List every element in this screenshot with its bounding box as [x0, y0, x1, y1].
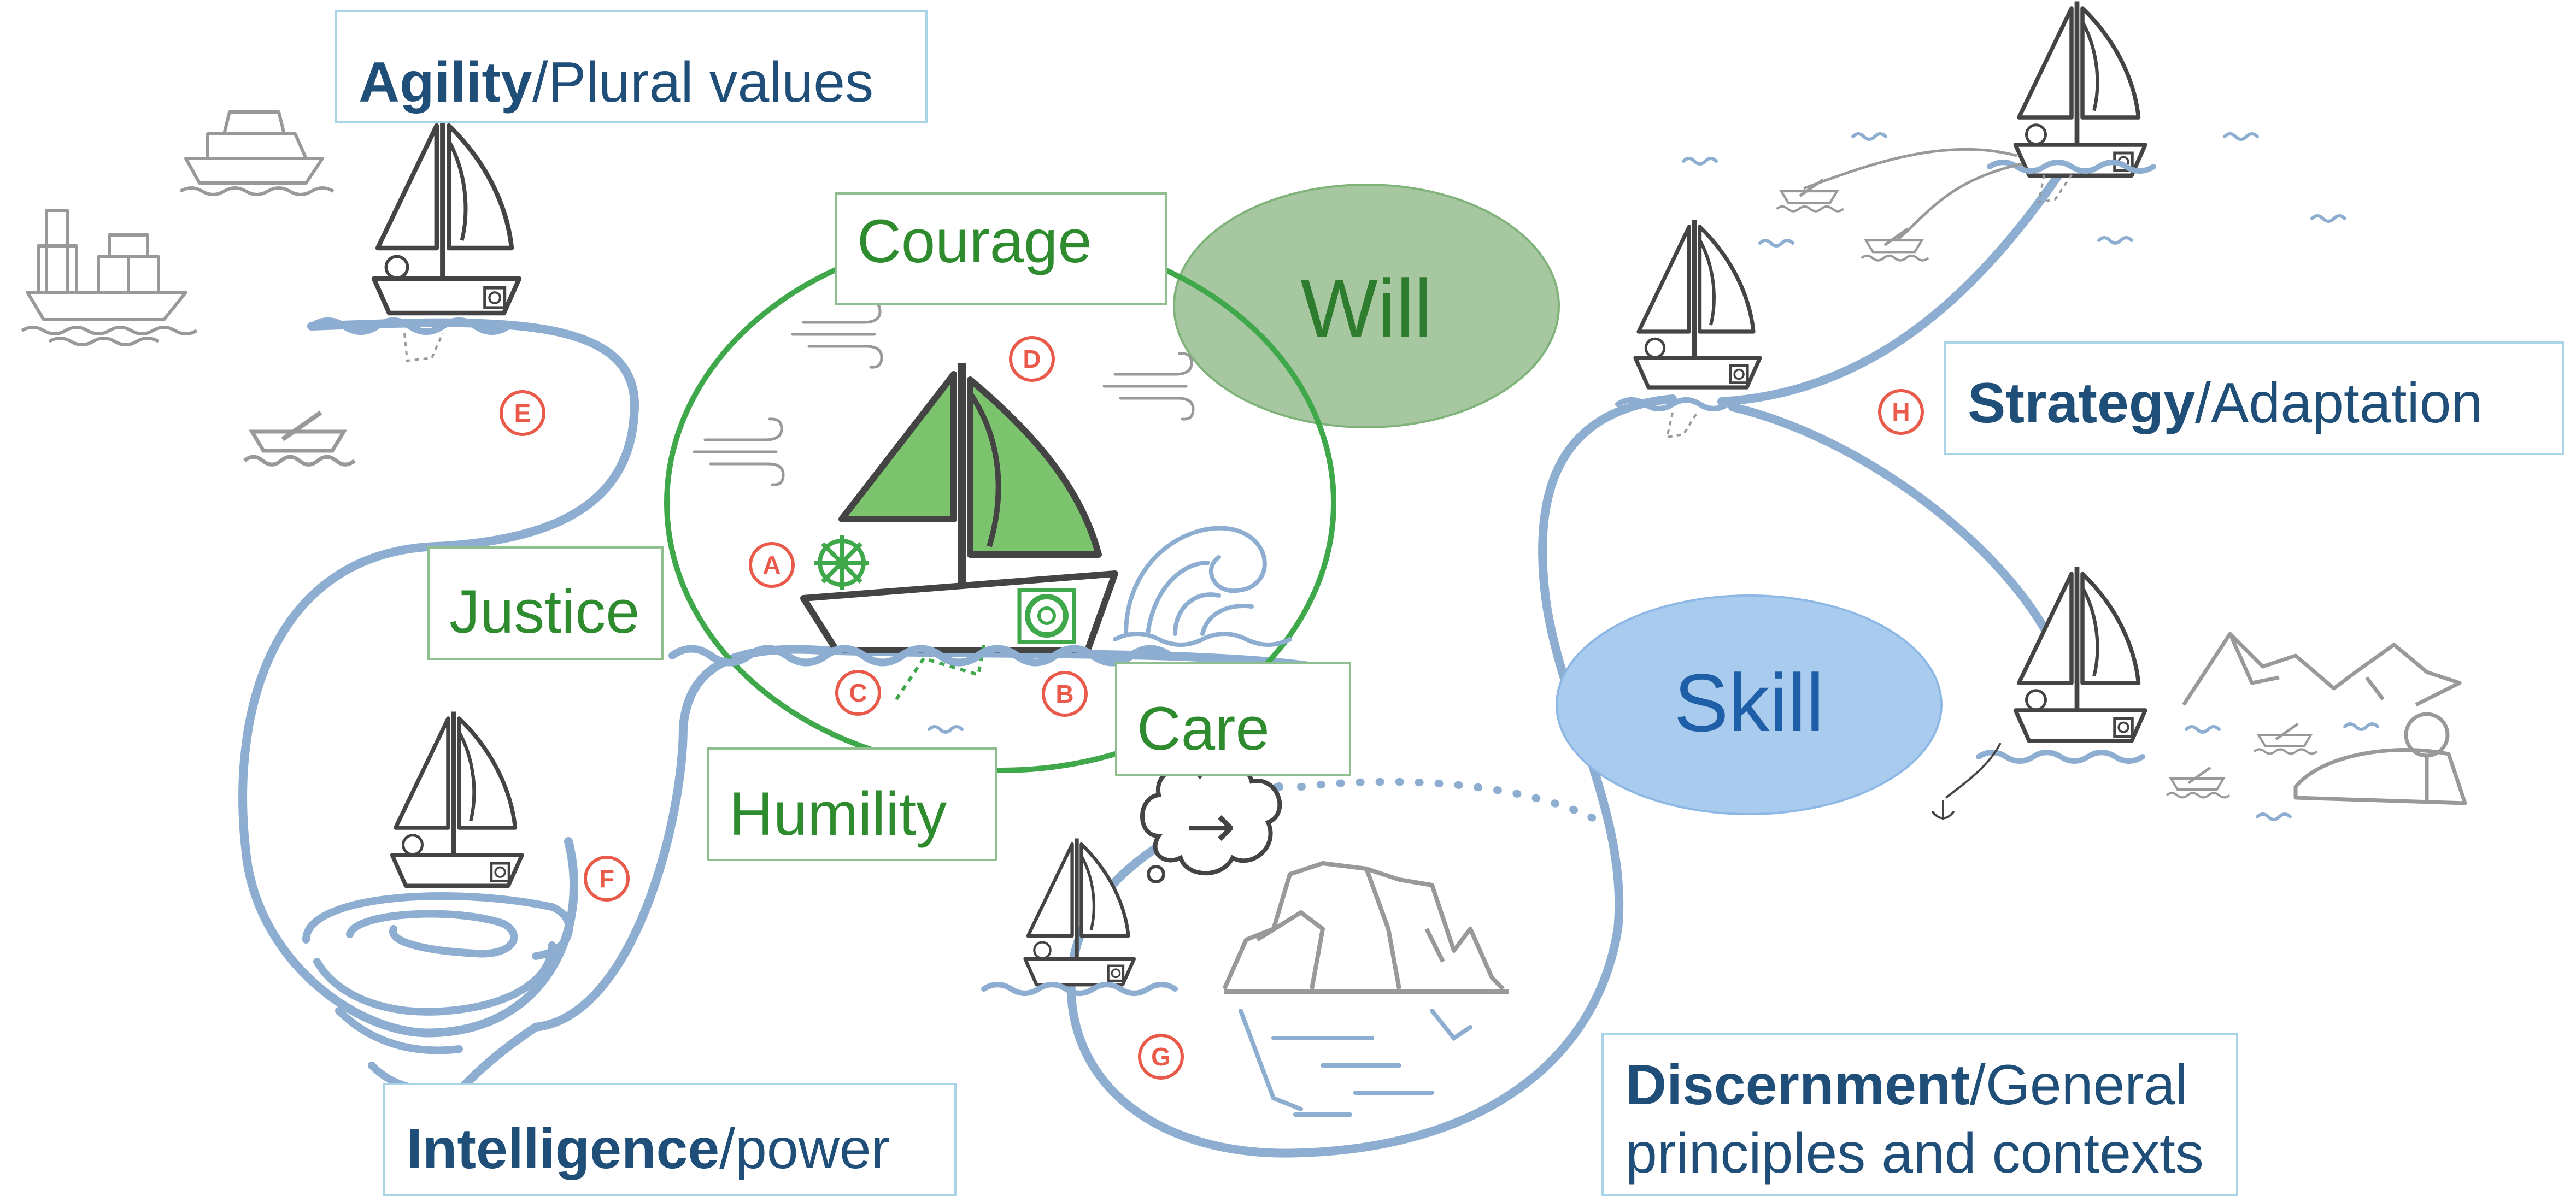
- marker-g: G: [1138, 1034, 1184, 1080]
- care-label: Care: [1115, 662, 1351, 776]
- wind-icon: [793, 302, 882, 367]
- strategy-bold: Strategy: [1968, 372, 2196, 435]
- discernment-rest: /General: [1970, 1053, 2188, 1117]
- strategy-rest: /Adaptation: [2195, 372, 2483, 435]
- thought-cloud-icon: →: [1140, 761, 1282, 883]
- central-sailboat-icon: [800, 363, 1118, 700]
- discernment-label: Discernment/General principles and conte…: [1601, 1033, 2238, 1196]
- dotted-path: [1297, 777, 1600, 823]
- care-text: Care: [1137, 694, 1270, 763]
- rowboat-icon: [2254, 724, 2317, 753]
- courage-text: Courage: [857, 207, 1092, 275]
- skill-text: Skill: [1674, 657, 1824, 749]
- sailboat-strategy-icon: [1635, 220, 1760, 387]
- marker-h: H: [1878, 389, 1924, 435]
- cargo-ship-icon: [21, 209, 198, 346]
- sailboat-top-right-icon: [2016, 2, 2146, 176]
- iceberg-underwater-icon: [1239, 1009, 1472, 1117]
- rowboat-icon: [1777, 180, 1844, 211]
- rowboat-icon: [244, 413, 355, 464]
- humility-label: Humility: [707, 747, 997, 861]
- shore-tree-icon: [2293, 712, 2467, 805]
- cruise-ship-icon: [179, 110, 335, 196]
- wind-icon: [1104, 354, 1193, 419]
- central-water: [668, 645, 1173, 667]
- intelligence-bold: Intelligence: [407, 1117, 720, 1181]
- agility-bold: Agility: [359, 51, 532, 114]
- iceberg-icon: [1222, 861, 1509, 994]
- sailboat-harbor-icon: [2016, 567, 2146, 741]
- strategy-label: Strategy/Adaptation: [1944, 341, 2564, 455]
- intelligence-label: Intelligence/power: [383, 1083, 957, 1196]
- helm-wheel-icon: [814, 535, 869, 590]
- skill-oval: [1556, 594, 1943, 815]
- wind-icon: [694, 419, 783, 485]
- will-oval: [1173, 184, 1560, 428]
- will-text: Will: [1300, 262, 1433, 354]
- intelligence-rest: /power: [719, 1117, 890, 1181]
- agility-label: Agility/Plural values: [335, 10, 928, 123]
- arrow-right-icon: →: [1186, 791, 1236, 861]
- justice-label: Justice: [427, 546, 664, 660]
- discernment-bold: Discernment: [1626, 1053, 1970, 1117]
- justice-text: Justice: [449, 578, 640, 646]
- humility-text: Humility: [729, 780, 947, 848]
- courage-label: Courage: [835, 192, 1167, 305]
- marker-c: C: [835, 670, 881, 716]
- sailboat-whirlpool-icon: [392, 712, 523, 886]
- sailboat-care-icon: [1025, 839, 1135, 985]
- marker-d: D: [1009, 336, 1055, 382]
- sailboat-agility-icon: [374, 118, 519, 313]
- discernment-line2: principles and contexts: [1626, 1121, 2204, 1185]
- marker-a: A: [749, 542, 795, 588]
- rowboat-icon: [2167, 768, 2229, 797]
- big-wave-icon: [1113, 526, 1292, 647]
- marker-b: B: [1042, 671, 1088, 717]
- agility-rest: /Plural values: [532, 51, 874, 114]
- anchor-icon: [1931, 743, 2002, 820]
- rowboat-icon: [1862, 229, 1928, 261]
- marker-e: E: [500, 390, 545, 436]
- mountains-icon: [2182, 632, 2462, 707]
- marker-f: F: [584, 856, 630, 902]
- lifebuoy-icon: [1017, 588, 1076, 644]
- journey-path: [238, 160, 2070, 1195]
- small-wave-icon: [929, 727, 962, 732]
